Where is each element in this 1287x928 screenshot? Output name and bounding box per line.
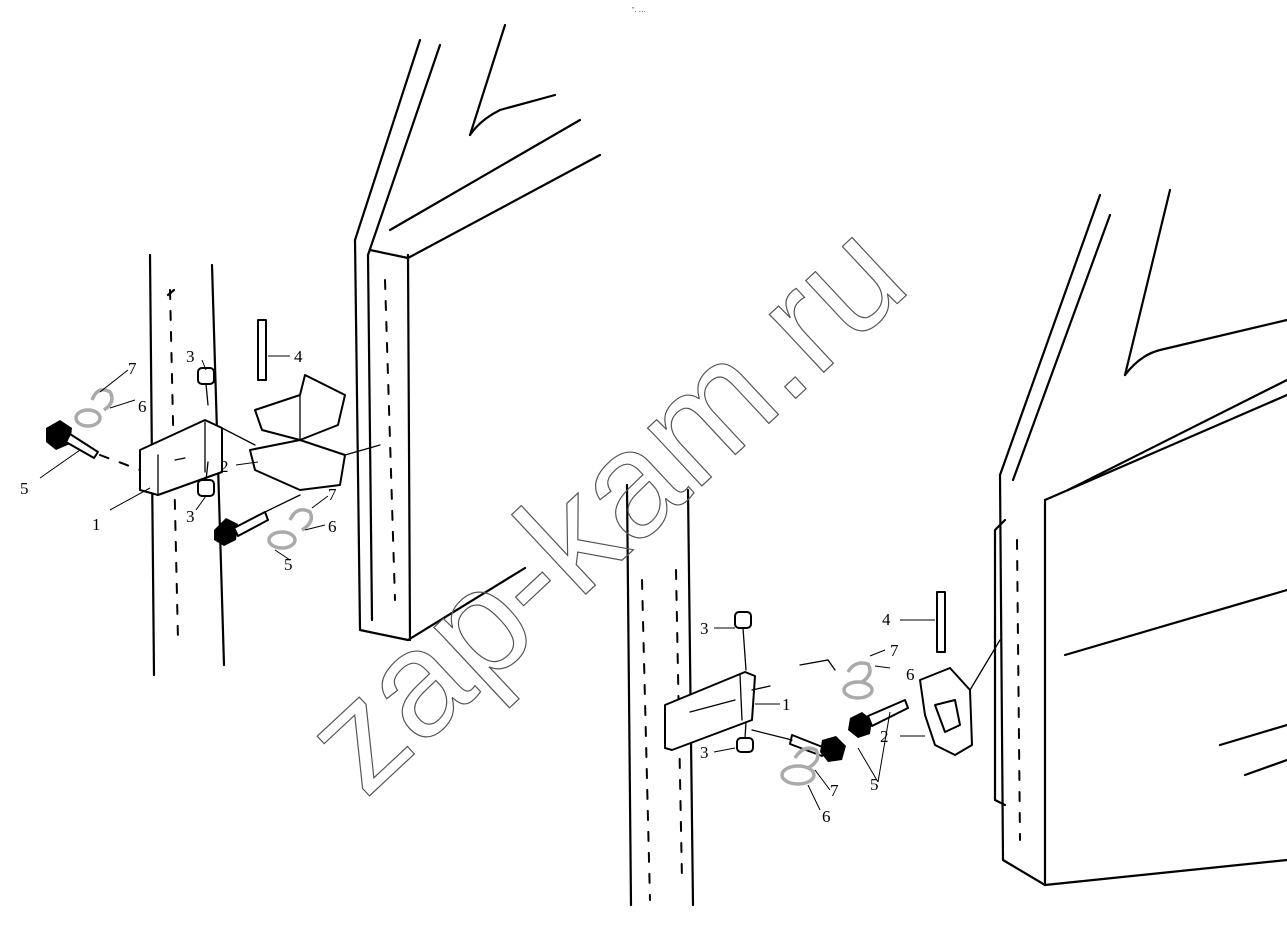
- left-hinge-plate: [139, 419, 223, 496]
- right-hinge-plate: [664, 671, 771, 751]
- right-bolt-left: [751, 729, 846, 762]
- right-bolt-right: [848, 699, 909, 738]
- left-callout-6-top: 6: [138, 397, 147, 416]
- left-callout-7-bottom: 7: [328, 485, 337, 504]
- left-grease-fitting-top: [197, 367, 215, 406]
- right-callout-7-lower: 7: [830, 781, 839, 800]
- left-callout-5-bottom: 5: [284, 555, 293, 574]
- right-callout-5: 5: [870, 775, 879, 794]
- right-washers-upper: [842, 661, 874, 700]
- right-callout-6-upper: 6: [906, 665, 915, 684]
- right-callout-2: 2: [880, 727, 889, 746]
- right-callout-1: 1: [782, 695, 791, 714]
- left-door: [353, 23, 602, 642]
- left-leaders: [39, 355, 329, 561]
- right-washers-lower: [780, 746, 820, 786]
- header-mark: "․ ․․․: [632, 7, 646, 14]
- right-hinge-half: [799, 639, 1001, 756]
- left-washers-top: [74, 388, 114, 428]
- right-leaders: [713, 619, 935, 811]
- left-callout-3-bottom: 3: [186, 507, 195, 526]
- left-callout-1: 1: [92, 515, 101, 534]
- right-grease-fitting-bottom: [736, 721, 754, 753]
- left-assembly: 1 2 3 3 4 5 5 6 6 7 7: [20, 23, 602, 677]
- left-callout-4: 4: [294, 347, 303, 366]
- left-callout-2: 2: [220, 457, 229, 476]
- right-callout-6-lower: 6: [822, 807, 831, 826]
- left-bolt-top: [46, 420, 141, 471]
- left-washers-bottom: [267, 508, 314, 550]
- left-bolt-bottom: [214, 494, 301, 546]
- right-grease-fitting-top: [734, 611, 752, 671]
- right-door: [993, 188, 1287, 887]
- right-callout-3-bottom: 3: [700, 743, 709, 762]
- left-callout-7-top: 7: [128, 359, 137, 378]
- left-hinge-half: [221, 374, 381, 491]
- left-callout-3-top: 3: [186, 347, 195, 366]
- right-callout-7-upper: 7: [890, 641, 899, 660]
- right-hinge-pin: [936, 591, 946, 653]
- left-callout-6-bottom: 6: [328, 517, 337, 536]
- right-callout-4: 4: [882, 610, 891, 629]
- right-callout-3-top: 3: [700, 619, 709, 638]
- left-callout-5-top: 5: [20, 479, 29, 498]
- right-assembly: 1 2 3 3 4 5 6 6 7 7: [625, 188, 1287, 907]
- left-hinge-pin: [257, 319, 267, 381]
